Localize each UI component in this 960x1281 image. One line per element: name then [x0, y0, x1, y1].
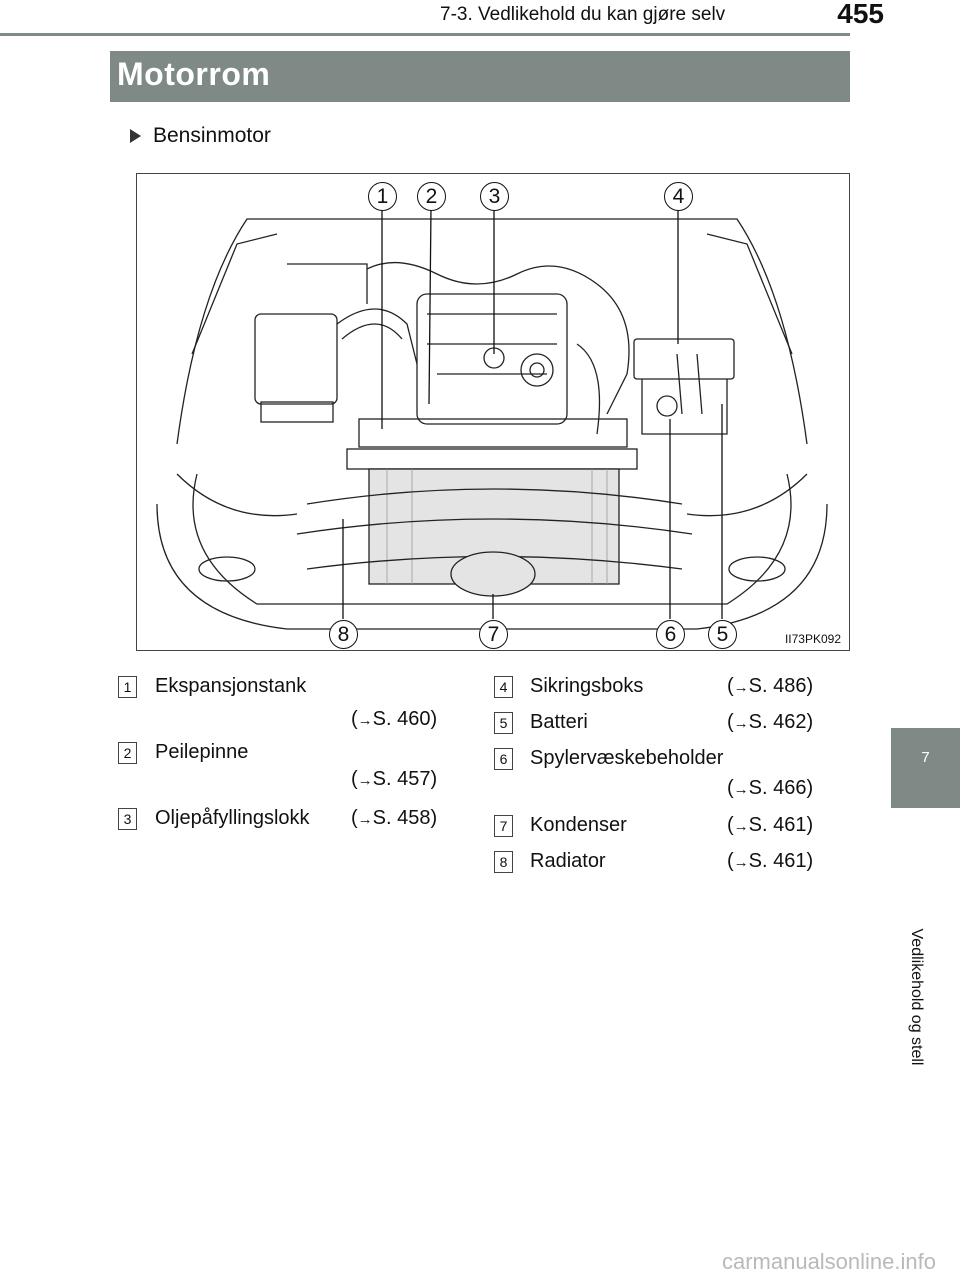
item-label: Radiator	[530, 850, 606, 872]
item-number: 3	[118, 808, 137, 830]
engine-drawing	[156, 207, 828, 630]
chapter-label: Vedlikehold og stell	[908, 928, 925, 1066]
item-number: 7	[494, 815, 513, 837]
figure-code: II73PK092	[784, 632, 841, 646]
page-reference[interactable]: (→S. 460)	[351, 708, 438, 730]
item-number: 4	[494, 676, 513, 698]
watermark: carmanualsonline.info	[721, 1249, 936, 1274]
item-number: 6	[494, 748, 513, 770]
item-label: Ekspansjonstank	[155, 675, 307, 697]
item-label: Spylervæskebeholder	[530, 747, 724, 769]
callout-3: 3	[480, 182, 509, 211]
triangle-bullet-icon	[130, 129, 141, 143]
arrow-right-icon: →	[357, 772, 373, 789]
engine-bay-illustration: 1 2 3 4 8 7 6 5 II73PK092	[136, 173, 850, 651]
item-number: 1	[118, 676, 137, 698]
arrow-right-icon: →	[357, 811, 373, 828]
page-reference[interactable]: (→S. 462)	[727, 711, 814, 733]
item-number: 2	[118, 742, 137, 764]
chapter-number: 7	[921, 749, 930, 766]
chapter-tab[interactable]: 7	[891, 728, 960, 808]
item-label: Batteri	[530, 711, 588, 733]
page-reference[interactable]: (→S. 466)	[727, 777, 814, 799]
page-reference[interactable]: (→S. 461)	[727, 814, 814, 836]
callout-1: 1	[368, 182, 397, 211]
item-number: 8	[494, 851, 513, 873]
page-reference[interactable]: (→S. 458)	[351, 807, 438, 829]
header-rule	[0, 33, 850, 36]
item-label: Oljepåfyllingslokk	[155, 807, 310, 829]
callout-8: 8	[329, 620, 358, 649]
page-reference[interactable]: (→S. 457)	[351, 768, 438, 790]
callout-7: 7	[479, 620, 508, 649]
arrow-right-icon: →	[733, 818, 749, 835]
arrow-right-icon: →	[733, 854, 749, 871]
page-reference[interactable]: (→S. 486)	[727, 675, 814, 697]
arrow-right-icon: →	[357, 712, 373, 729]
item-label: Sikringsboks	[530, 675, 644, 697]
callout-2: 2	[417, 182, 446, 211]
page-reference[interactable]: (→S. 461)	[727, 850, 814, 872]
arrow-right-icon: →	[733, 679, 749, 696]
page-number: 455	[837, 0, 884, 29]
callout-5: 5	[708, 620, 737, 649]
item-number: 5	[494, 712, 513, 734]
subheading-text: Bensinmotor	[153, 124, 271, 147]
item-label: Kondenser	[530, 814, 627, 836]
subheading: Bensinmotor	[130, 124, 271, 148]
arrow-right-icon: →	[733, 781, 749, 798]
item-label: Peilepinne	[155, 741, 249, 763]
section-header: Motorrom	[110, 51, 850, 102]
section-title: Motorrom	[117, 56, 271, 92]
callout-4: 4	[664, 182, 693, 211]
header-breadcrumb: 7-3. Vedlikehold du kan gjøre selv	[440, 4, 726, 25]
callout-6: 6	[656, 620, 685, 649]
arrow-right-icon: →	[733, 715, 749, 732]
